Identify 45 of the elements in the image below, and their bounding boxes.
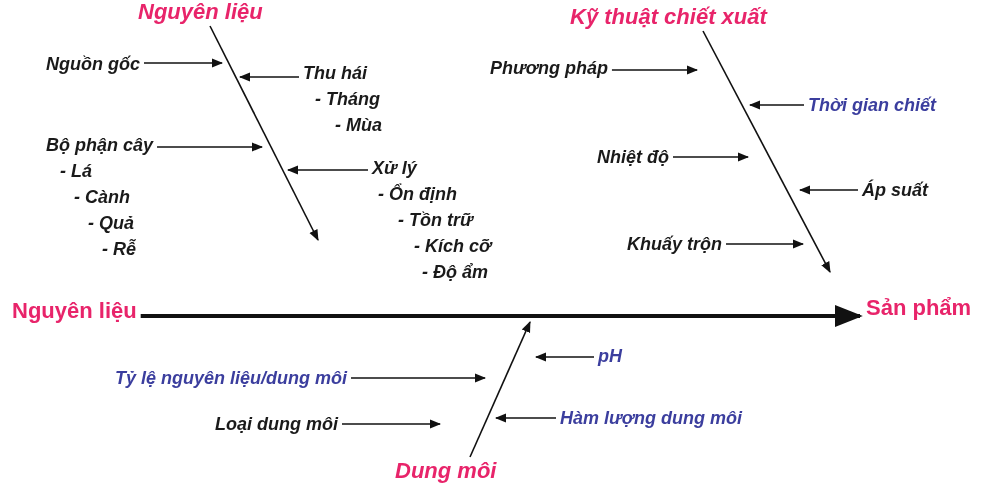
cause-label: Nhiệt độ — [597, 144, 669, 170]
arrow — [748, 100, 805, 110]
arrow — [702, 30, 831, 273]
list-item: - Ổn định — [378, 182, 457, 206]
cause-label: Loại dung môi — [215, 411, 338, 437]
list-item: - Độ ẩm — [422, 261, 488, 284]
list-item: - Rễ — [102, 238, 136, 261]
arrow — [611, 65, 699, 75]
arrow — [209, 25, 319, 241]
arrow — [143, 58, 224, 68]
list-item: - Cành — [74, 186, 130, 209]
category-heading: Dung môi — [395, 459, 497, 483]
arrow — [350, 373, 487, 383]
arrow — [238, 72, 300, 82]
cause-label: Hàm lượng dung môi — [560, 405, 742, 431]
category-heading: Kỹ thuật chiết xuất — [570, 5, 767, 29]
cause-label: Áp suất — [862, 177, 928, 203]
arrow — [534, 352, 595, 362]
cause-label: Tỷ lệ nguyên liệu/dung môi — [115, 365, 347, 391]
cause-label: pH — [598, 343, 622, 369]
arrow — [286, 165, 369, 175]
cause-label: Xử lý — [372, 157, 417, 180]
cause-label: Khuấy trộn — [627, 231, 722, 257]
cause-label: Thời gian chiết — [808, 92, 937, 118]
cause-label: Nguồn gốc — [46, 51, 140, 77]
arrow — [725, 239, 805, 249]
arrow — [341, 419, 442, 429]
list-item: - Tháng — [315, 88, 380, 111]
arrow — [672, 152, 750, 162]
list-item: - Lá — [60, 160, 92, 183]
list-item: - Quả — [88, 212, 134, 235]
list-item: - Mùa — [335, 114, 382, 137]
cause-label: Thu hái — [303, 62, 367, 85]
arrow — [798, 185, 859, 195]
effect-label: Sản phẩm — [866, 296, 972, 320]
cause-label: Bộ phận cây — [46, 134, 154, 157]
arrow — [469, 321, 531, 458]
arrow — [156, 142, 264, 152]
list-item: - Kích cỡ — [414, 235, 492, 258]
list-item: - Tồn trữ — [398, 209, 473, 232]
category-heading: Nguyên liệu — [138, 0, 263, 24]
start-label: Nguyên liệu — [12, 299, 137, 323]
arrow — [494, 413, 557, 423]
spine-arrow — [140, 304, 863, 328]
cause-label: Phương pháp — [490, 55, 608, 81]
